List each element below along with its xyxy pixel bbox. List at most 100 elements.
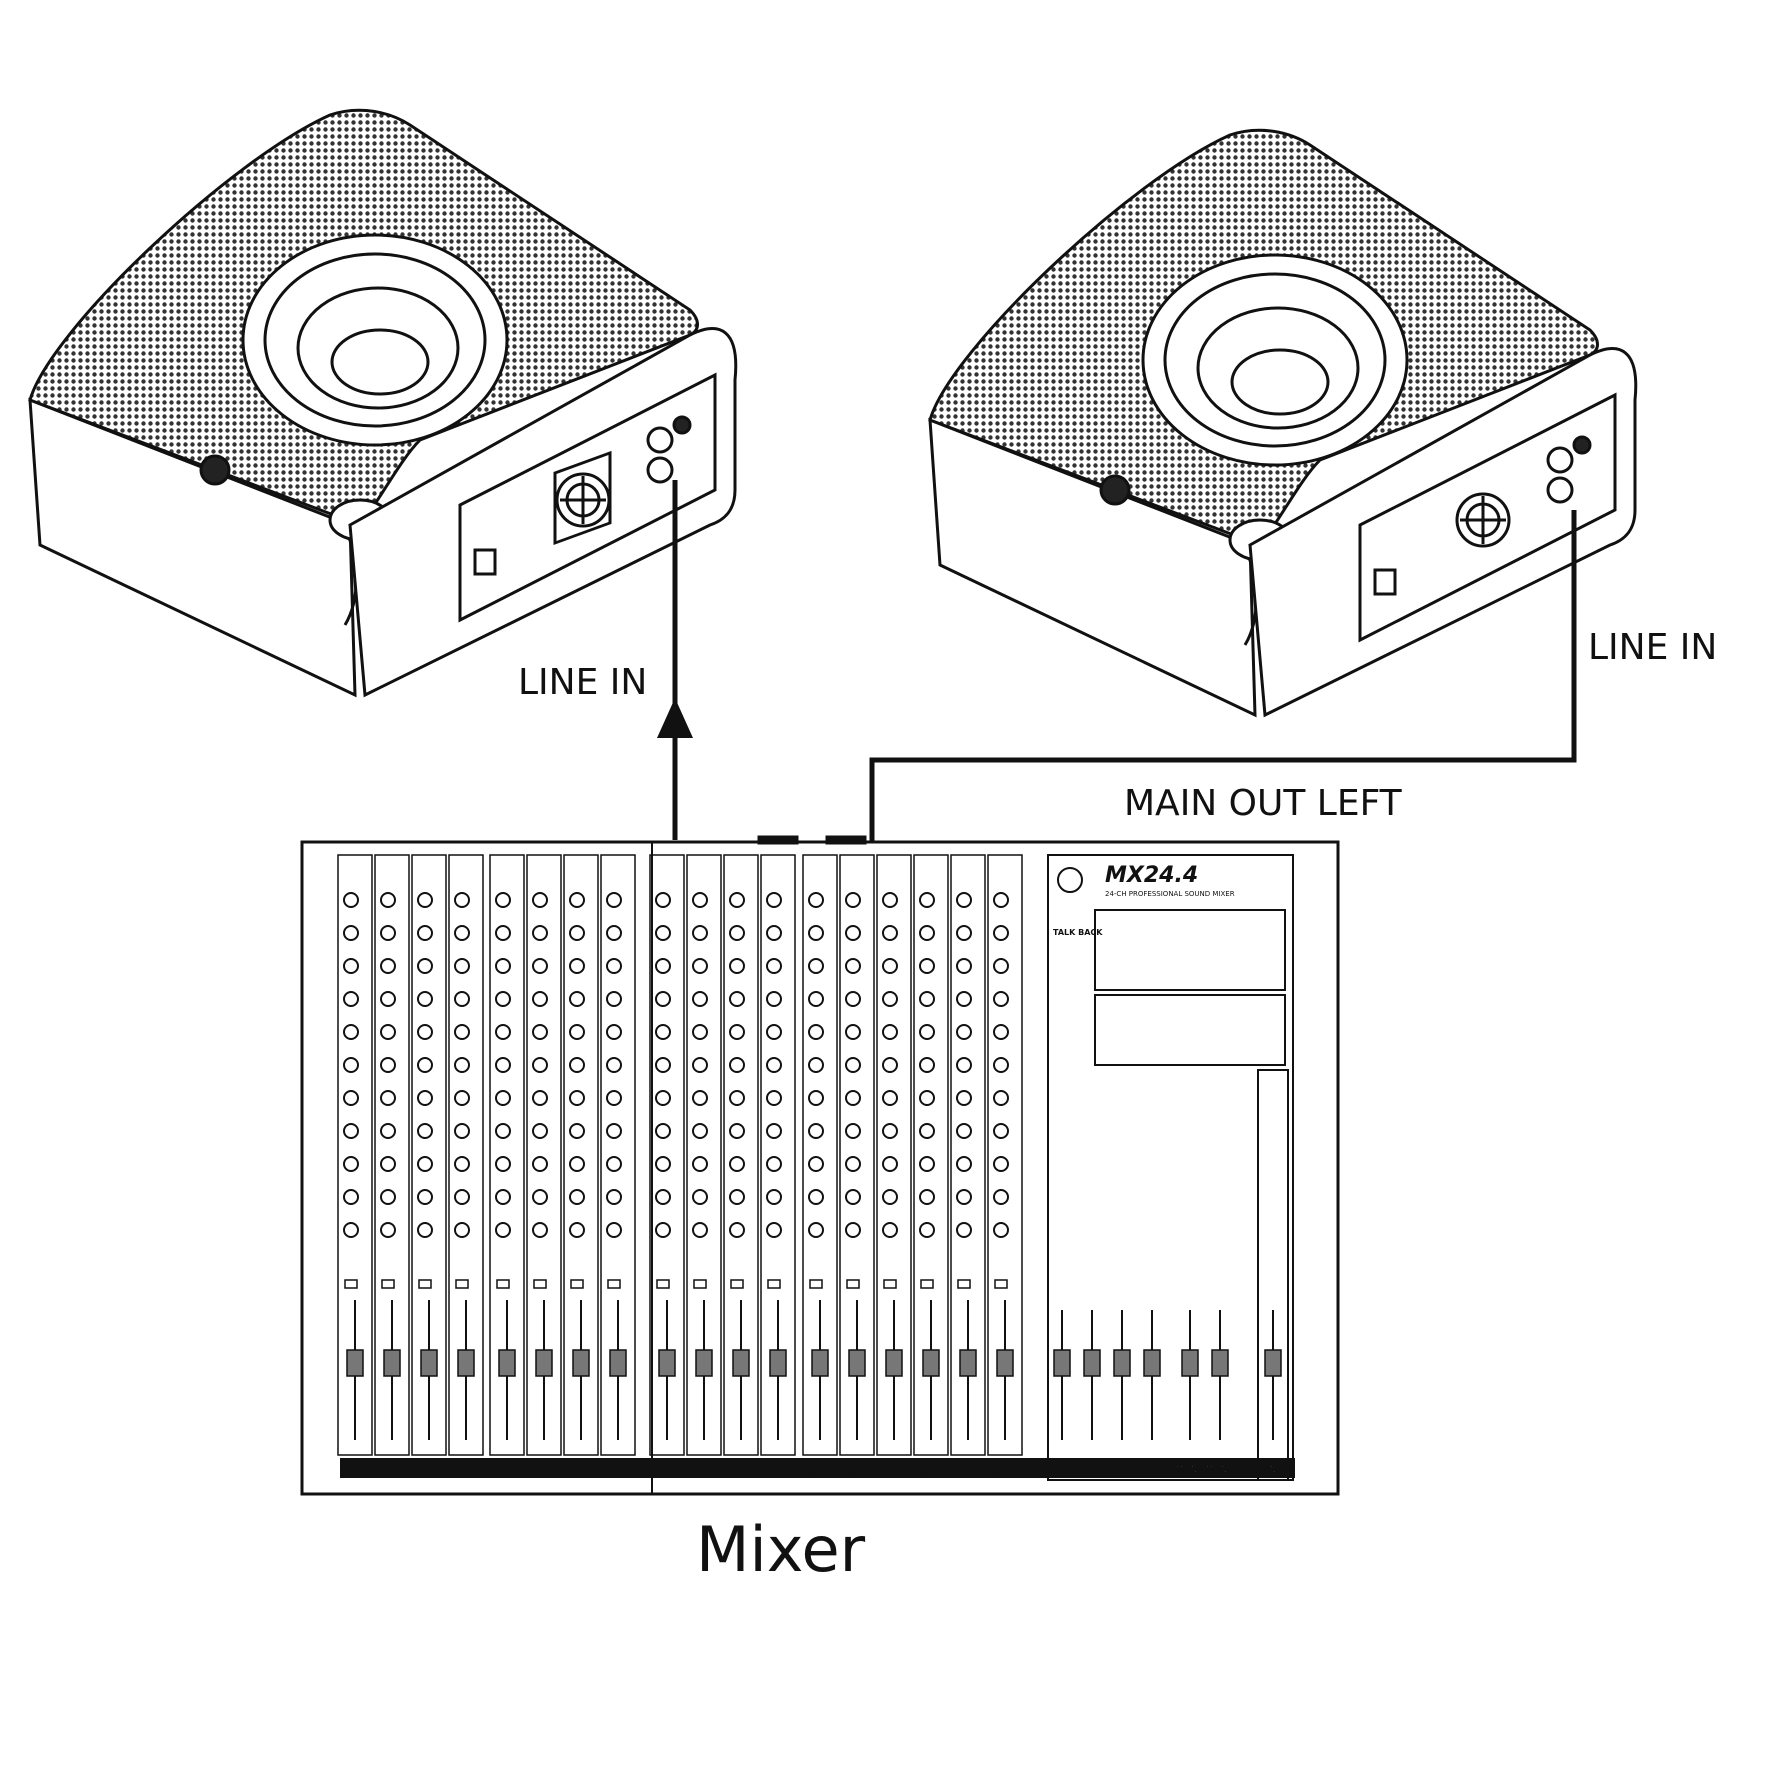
- channel-strip: [337, 854, 373, 1456]
- knob: [532, 1123, 548, 1139]
- knob: [808, 1189, 824, 1205]
- knob: [380, 991, 396, 1007]
- channel-strip: [913, 854, 949, 1456]
- fader-cap: [609, 1349, 627, 1377]
- knob: [882, 991, 898, 1007]
- channel-label: 11: [727, 1465, 737, 1474]
- knob: [956, 1156, 972, 1172]
- knob: [380, 1156, 396, 1172]
- knob: [532, 892, 548, 908]
- knob: [993, 991, 1009, 1007]
- knob: [882, 1024, 898, 1040]
- monitor-speaker-left: [28, 108, 738, 698]
- knob: [845, 1057, 861, 1073]
- knob: [606, 1222, 622, 1238]
- fader-cap: [535, 1349, 553, 1377]
- master-fader: [1211, 1310, 1229, 1440]
- knob: [417, 1189, 433, 1205]
- mixer-model: MX24.4: [1105, 863, 1198, 888]
- knob: [495, 1222, 511, 1238]
- knob: [606, 1123, 622, 1139]
- channel-label: 23/24: [991, 1465, 1014, 1474]
- knob: [495, 1024, 511, 1040]
- knob: [919, 1024, 935, 1040]
- knob: [655, 1090, 671, 1106]
- channel-strip: [723, 854, 759, 1456]
- master-label: SUB1: [1048, 1465, 1070, 1474]
- knob: [729, 1057, 745, 1073]
- channel-strip: [374, 854, 410, 1456]
- knob: [845, 925, 861, 941]
- master-label: SUB2: [1078, 1465, 1100, 1474]
- knob: [882, 1189, 898, 1205]
- fader-cap: [732, 1349, 750, 1377]
- knob: [380, 1024, 396, 1040]
- knob: [380, 892, 396, 908]
- fader-cap: [457, 1349, 475, 1377]
- knob: [808, 958, 824, 974]
- knob: [343, 925, 359, 941]
- channel-strip: [448, 854, 484, 1456]
- channel-strip: [600, 854, 636, 1456]
- knob: [766, 1222, 782, 1238]
- channel-strip: [950, 854, 986, 1456]
- knob: [343, 1123, 359, 1139]
- knob: [766, 1090, 782, 1106]
- knob: [956, 892, 972, 908]
- master-fader: [1083, 1310, 1101, 1440]
- knob: [532, 1090, 548, 1106]
- line-in-right-label: LINE IN: [1588, 627, 1718, 668]
- knob: [993, 1090, 1009, 1106]
- knob: [380, 1222, 396, 1238]
- knob: [766, 892, 782, 908]
- knob: [845, 991, 861, 1007]
- knob: [845, 1090, 861, 1106]
- master-fader: [1113, 1310, 1131, 1440]
- knob: [993, 1156, 1009, 1172]
- knob: [808, 892, 824, 908]
- knob: [956, 991, 972, 1007]
- knob: [606, 991, 622, 1007]
- knob: [380, 1123, 396, 1139]
- knob: [655, 1024, 671, 1040]
- knob: [606, 925, 622, 941]
- knob: [606, 1156, 622, 1172]
- knob: [380, 1189, 396, 1205]
- knob: [655, 958, 671, 974]
- knob: [655, 892, 671, 908]
- master-label: MAIN L: [1176, 1465, 1204, 1474]
- channel-label: 9: [653, 1465, 658, 1474]
- channel-strip: [649, 854, 685, 1456]
- knob: [495, 1156, 511, 1172]
- fader-cap: [420, 1349, 438, 1377]
- knob: [454, 1024, 470, 1040]
- knob: [993, 958, 1009, 974]
- knob: [956, 1024, 972, 1040]
- knob: [343, 991, 359, 1007]
- knob: [919, 925, 935, 941]
- knob: [993, 1189, 1009, 1205]
- knob: [766, 1189, 782, 1205]
- knob: [845, 1189, 861, 1205]
- fader-cap: [922, 1349, 940, 1377]
- knob: [417, 1156, 433, 1172]
- knob: [417, 1090, 433, 1106]
- master-fader: [1053, 1310, 1071, 1440]
- knob: [417, 925, 433, 941]
- knob: [655, 1123, 671, 1139]
- knob: [956, 1222, 972, 1238]
- knob: [729, 1189, 745, 1205]
- knob: [380, 1090, 396, 1106]
- knob: [919, 1090, 935, 1106]
- knob: [845, 1123, 861, 1139]
- channel-label: 12: [764, 1465, 774, 1474]
- knob: [569, 958, 585, 974]
- knob: [606, 892, 622, 908]
- knob: [882, 1057, 898, 1073]
- fader-cap: [769, 1349, 787, 1377]
- channel-strip: [839, 854, 875, 1456]
- knob: [655, 925, 671, 941]
- knob: [606, 1057, 622, 1073]
- knob: [417, 958, 433, 974]
- fader-cap: [959, 1349, 977, 1377]
